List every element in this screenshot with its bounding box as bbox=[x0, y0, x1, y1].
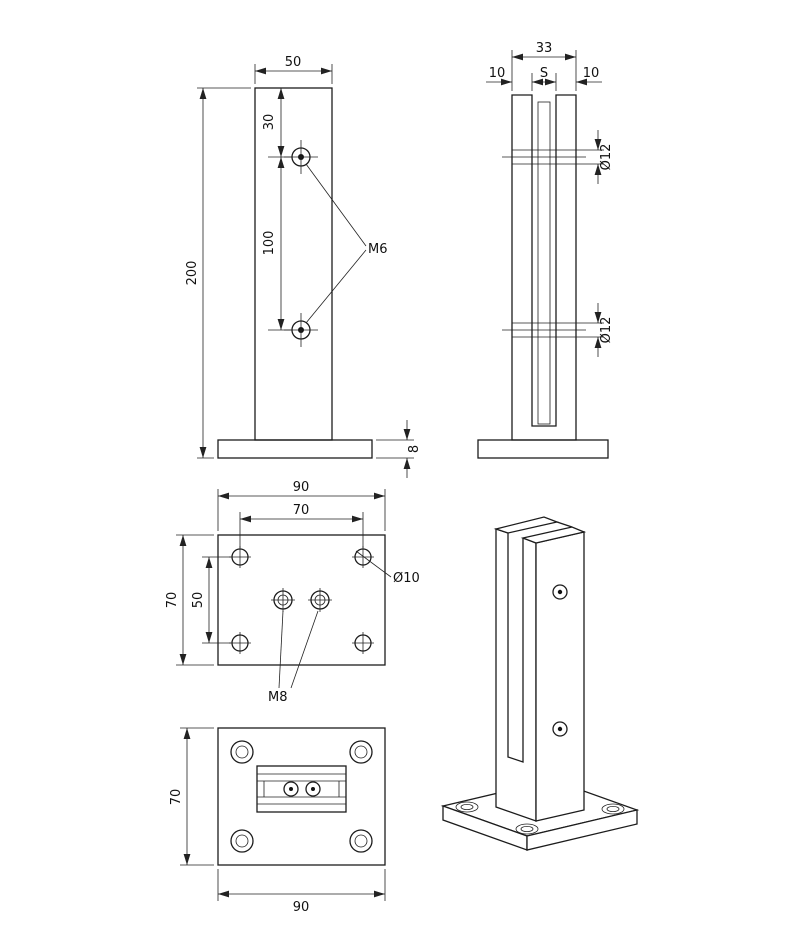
side-view-dimensions: 33 10 S 10 Ø12 Ø12 bbox=[486, 41, 614, 357]
top-corner-hole-label: Ø10 bbox=[393, 571, 420, 586]
front-dim-width-label: 50 bbox=[285, 55, 302, 70]
front-view-outline bbox=[217, 87, 373, 459]
top-dim-hole-span-x-label: 70 bbox=[293, 503, 310, 518]
side-dim-slot-label: S bbox=[540, 66, 548, 81]
bottom-view-corner-holes bbox=[230, 740, 373, 853]
top-dim-plate-depth-label: 70 bbox=[165, 592, 180, 609]
side-view-holes bbox=[502, 149, 604, 338]
side-dim-left-wall-label: 10 bbox=[489, 66, 506, 81]
bottom-dim-plate-depth-label: 70 bbox=[169, 789, 184, 806]
side-dim-hole-top-label: Ø12 bbox=[599, 144, 614, 171]
front-view-holes bbox=[284, 140, 318, 347]
front-dim-base-thickness-label: 8 bbox=[407, 445, 422, 453]
side-dim-total-width-label: 33 bbox=[536, 41, 553, 56]
bottom-view-plate-outline bbox=[217, 727, 386, 866]
top-view-center-holes bbox=[271, 588, 332, 612]
front-view-dimensions: 50 200 30 100 M6 8 bbox=[185, 55, 422, 478]
front-view: 50 200 30 100 M6 8 bbox=[185, 55, 422, 478]
front-thread-label: M6 bbox=[368, 242, 388, 257]
top-view: 90 70 70 50 Ø10 M8 bbox=[165, 480, 420, 705]
front-dim-hole-offset-label: 30 bbox=[262, 114, 277, 131]
side-view-outline bbox=[477, 94, 609, 459]
top-dim-plate-width-label: 90 bbox=[293, 480, 310, 495]
top-dim-hole-span-y-label: 50 bbox=[191, 592, 206, 609]
top-view-plate-outline bbox=[217, 534, 386, 666]
isometric-view bbox=[440, 516, 640, 851]
iso-post-body bbox=[493, 516, 587, 822]
side-dim-hole-bottom-label: Ø12 bbox=[599, 317, 614, 344]
top-view-dimensions: 90 70 70 50 Ø10 M8 bbox=[165, 480, 420, 705]
front-dim-hole-spacing-label: 100 bbox=[262, 231, 277, 256]
side-view: 33 10 S 10 Ø12 Ø12 bbox=[477, 41, 614, 459]
top-view-corner-holes bbox=[229, 546, 374, 654]
bottom-dim-plate-width-label: 90 bbox=[293, 900, 310, 915]
bottom-view: 70 90 bbox=[169, 727, 386, 915]
bottom-view-slot-detail bbox=[256, 765, 347, 813]
side-dim-right-wall-label: 10 bbox=[583, 66, 600, 81]
top-center-hole-label: M8 bbox=[268, 690, 288, 705]
front-dim-height-label: 200 bbox=[185, 261, 200, 286]
bottom-view-dimensions: 70 90 bbox=[169, 727, 386, 915]
